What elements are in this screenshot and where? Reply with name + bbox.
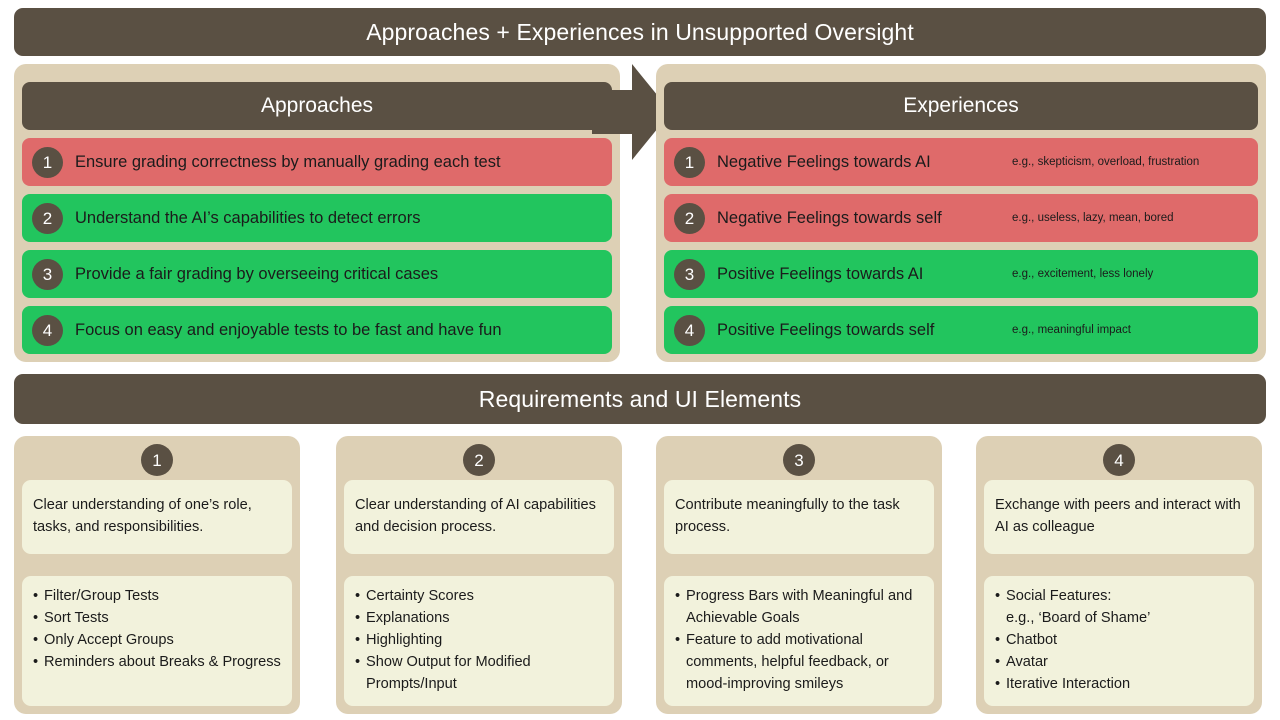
approach-row-3: 3 Provide a fair grading by overseeing c…: [22, 250, 612, 298]
ui-elements-card-1: Filter/Group Tests Sort Tests Only Accep…: [22, 576, 292, 706]
approach-label-2: Understand the AI’s capabilities to dete…: [75, 208, 421, 227]
list-item: Certainty Scores: [355, 586, 603, 608]
ui-elements-card-3: Progress Bars with Meaningful and Achiev…: [664, 576, 934, 706]
experiences-panel: Experiences 1 Negative Feelings towards …: [656, 64, 1266, 362]
approach-row-1: 1 Ensure grading correctness by manually…: [22, 138, 612, 186]
requirement-column-2: 2 Clear understanding of AI capabilities…: [336, 436, 622, 714]
requirement-column-4: 4 Exchange with peers and interact with …: [976, 436, 1262, 714]
experience-label-2: Negative Feelings towards self: [717, 208, 942, 227]
number-badge-4: 4: [674, 314, 705, 346]
approach-label-4: Focus on easy and enjoyable tests to be …: [75, 320, 502, 339]
list-item: Only Accept Groups: [33, 630, 281, 652]
experience-example-1: e.g., skepticism, overload, frustration: [1012, 156, 1200, 168]
number-badge-2: 2: [463, 444, 495, 476]
experience-example-3: e.g., excitement, less lonely: [1012, 268, 1154, 280]
list-item-sub: e.g., ‘Board of Shame’: [1006, 609, 1151, 626]
ui-elements-list-2: Certainty Scores Explanations Highlighti…: [355, 586, 603, 695]
number-badge-1: 1: [32, 146, 63, 178]
number-badge-2: 2: [674, 202, 705, 234]
experience-row-4: 4 Positive Feelings towards self e.g., m…: [664, 306, 1258, 354]
number-badge-3: 3: [783, 444, 815, 476]
ui-elements-list-3: Progress Bars with Meaningful and Achiev…: [675, 586, 923, 695]
requirements-banner-text: Requirements and UI Elements: [478, 385, 802, 412]
page-title-text: Approaches + Experiences in Unsupported …: [366, 18, 914, 45]
experience-label-1: Negative Feelings towards AI: [717, 152, 931, 171]
ui-elements-card-4: Social Features: e.g., ‘Board of Shame’ …: [984, 576, 1254, 706]
list-item: Show Output for Modified Prompts/Input: [355, 652, 603, 696]
requirement-column-3: 3 Contribute meaningfully to the task pr…: [656, 436, 942, 714]
list-item: Progress Bars with Meaningful and Achiev…: [675, 586, 923, 630]
experience-example-4: e.g., meaningful impact: [1012, 324, 1131, 336]
requirement-column-1: 1 Clear understanding of one’s role, tas…: [14, 436, 300, 714]
requirement-card-4: Exchange with peers and interact with AI…: [984, 480, 1254, 554]
requirement-card-3: Contribute meaningfully to the task proc…: [664, 480, 934, 554]
experience-example-2: e.g., useless, lazy, mean, bored: [1012, 212, 1174, 224]
list-item: Social Features:: [995, 586, 1243, 608]
experience-label-4: Positive Feelings towards self: [717, 320, 935, 339]
approaches-header-text: Approaches: [260, 94, 374, 117]
requirement-text-2: Clear understanding of AI capabilities a…: [355, 497, 596, 535]
number-badge-4: 4: [1103, 444, 1135, 476]
approach-row-2: 2 Understand the AI’s capabilities to de…: [22, 194, 612, 242]
list-item: Highlighting: [355, 630, 603, 652]
list-item: Feature to add motivational comments, he…: [675, 630, 923, 696]
approach-label-1: Ensure grading correctness by manually g…: [75, 152, 501, 171]
list-item: Sort Tests: [33, 608, 281, 630]
requirements-banner: Requirements and UI Elements: [14, 374, 1266, 424]
number-badge-2: 2: [32, 202, 63, 234]
number-badge-1: 1: [674, 146, 705, 178]
ui-elements-card-2: Certainty Scores Explanations Highlighti…: [344, 576, 614, 706]
approach-label-3: Provide a fair grading by overseeing cri…: [75, 264, 439, 283]
requirement-card-1: Clear understanding of one’s role, tasks…: [22, 480, 292, 554]
right-arrow-icon: [592, 64, 671, 160]
list-item: Iterative Interaction: [995, 674, 1243, 696]
list-item: Avatar: [995, 652, 1243, 674]
approaches-header: Approaches: [22, 82, 612, 130]
ui-elements-list-4: Social Features: e.g., ‘Board of Shame’ …: [995, 586, 1243, 695]
number-badge-3: 3: [32, 258, 63, 290]
ui-elements-list-1: Filter/Group Tests Sort Tests Only Accep…: [33, 586, 281, 674]
experience-row-3: 3 Positive Feelings towards AI e.g., exc…: [664, 250, 1258, 298]
experience-label-3: Positive Feelings towards AI: [717, 264, 924, 283]
number-badge-1: 1: [141, 444, 173, 476]
experience-row-2: 2 Negative Feelings towards self e.g., u…: [664, 194, 1258, 242]
list-item: Explanations: [355, 608, 603, 630]
requirement-text-3: Contribute meaningfully to the task proc…: [675, 497, 900, 535]
requirement-text-4: Exchange with peers and interact with AI…: [995, 497, 1241, 535]
list-item: Chatbot: [995, 630, 1243, 652]
number-badge-4: 4: [32, 314, 63, 346]
page-title: Approaches + Experiences in Unsupported …: [14, 8, 1266, 56]
requirement-text-1: Clear understanding of one’s role, tasks…: [33, 497, 252, 535]
list-item: Reminders about Breaks & Progress: [33, 652, 281, 674]
number-badge-3: 3: [674, 258, 705, 290]
requirement-card-2: Clear understanding of AI capabilities a…: [344, 480, 614, 554]
approach-row-4: 4 Focus on easy and enjoyable tests to b…: [22, 306, 612, 354]
experiences-header: Experiences: [664, 82, 1258, 130]
approaches-panel: Approaches 1 Ensure grading correctness …: [14, 64, 620, 362]
experiences-header-text: Experiences: [903, 94, 1019, 117]
list-item: Filter/Group Tests: [33, 586, 281, 608]
experience-row-1: 1 Negative Feelings towards AI e.g., ske…: [664, 138, 1258, 186]
